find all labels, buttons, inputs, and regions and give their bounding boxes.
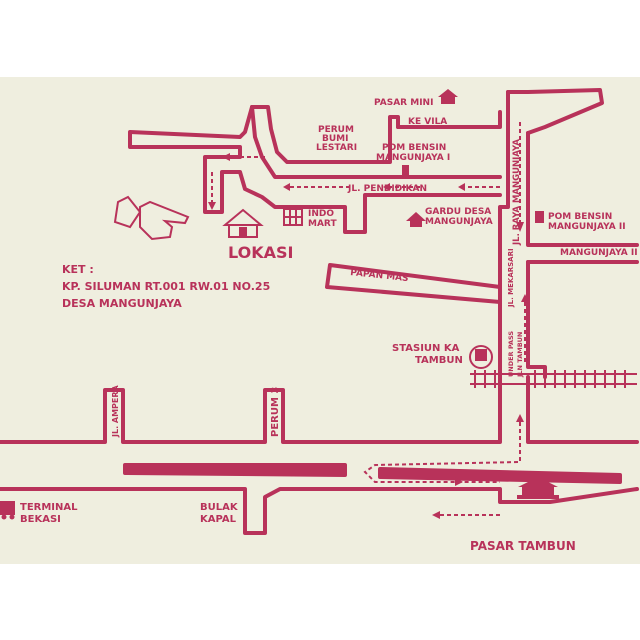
train-icon [469,345,493,369]
label-perum-bumi-2: BUMI [322,134,348,144]
road-main-top [0,365,502,444]
label-under-pass-2: JLN TAMBUN [516,332,524,378]
pointing-hand-icon [113,195,190,241]
label-bulak: BULAK [200,502,239,513]
ket-address-line2: DESA MANGUNJAYA [62,297,182,310]
label-mangunjaya-2: MANGUNJAYA II [560,248,638,258]
label-stasiun-tambun: TAMBUN [415,355,463,366]
road-jl-raya-mangunjaya-right [526,131,639,247]
label-indo: INDO [308,209,334,219]
railway-track [470,370,637,388]
label-kapal: KAPAL [200,514,237,525]
fuel-pump-icon [402,165,544,223]
road-jl-pendidikan-top [250,105,502,179]
road-ke-vila [506,88,604,135]
market-icon [517,477,559,499]
label-terminal: TERMINAL [20,502,78,513]
direction-arrows [211,122,526,516]
label-jl-ampera: JL. AMPERA [111,384,120,438]
label-stasiun-ka: STASIUN KA [392,343,460,354]
label-jl-pendidikan: JL. PENDIDIKAN [347,184,427,194]
label-papan-mas: PAPAN MAS [350,268,409,284]
label-pom-bensin-1-a: POM BENSIN [382,143,446,153]
building-icon [283,208,303,226]
label-pasar-mini: PASAR MINI [374,98,433,108]
road-median-right [378,467,622,484]
house-icon [222,208,264,238]
label-mart: MART [308,219,337,229]
label-perum-bumi-1: PERUM [318,125,354,135]
map-canvas: PASAR MINI KE VILA PERUM BUMI LESTARI PO… [0,88,639,553]
label-gardu-desa-1: GARDU DESA [425,207,491,217]
house-icon-pasar-mini [438,89,458,104]
road-jl-pendidikan-bottom [128,105,502,234]
label-jl-mekarsari: JL. MEKARSARI [507,248,515,308]
label-perum-3: PERUM 3 [270,387,281,437]
label-ke-vila: KE VILA [408,117,447,127]
arrow-heads [208,153,529,519]
road-papan-mas [325,263,502,304]
ket-title: KET : [62,263,94,276]
road-jl-raya-mangunjaya-left [498,90,510,274]
label-pom-bensin-2-b: MANGUNJAYA II [548,222,626,232]
bus-icon [0,501,15,520]
road-ke-vila-lower [396,110,502,129]
house-icon-gardu [406,212,426,227]
label-lokasi: LOKASI [228,243,293,262]
road-median-left [123,463,347,477]
label-pom-bensin-2-a: POM BENSIN [548,212,612,222]
label-jl-raya-mangunjaya: JL. RAYA MANGUNJAYA [512,139,522,246]
label-pom-bensin-1-b: MANGUNJAYA I [376,153,450,163]
ket-address-line1: KP. SILUMAN RT.001 RW.01 NO.25 [62,280,270,293]
label-gardu-desa-2: MANGUNJAYA [425,217,493,227]
road-jl-raya-lower-right [526,260,547,379]
label-pasar-tambun: PASAR TAMBUN [470,539,576,553]
road-main-top-right [526,375,639,444]
road-main-bottom [0,487,639,535]
label-perum-bumi-3: LESTARI [316,143,357,153]
location-map: PASAR MINI KE VILA PERUM BUMI LESTARI PO… [0,77,640,564]
label-bekasi: BEKASI [20,514,61,525]
label-under-pass-1: UNDER PASS [507,331,515,377]
